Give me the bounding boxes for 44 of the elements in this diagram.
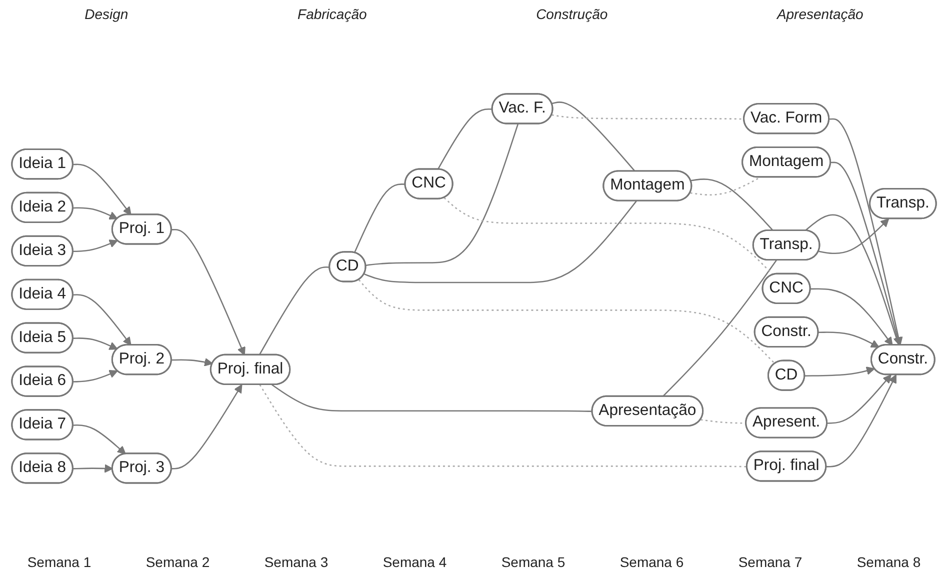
week-label: Semana 7 <box>738 554 802 570</box>
arrow <box>73 464 114 472</box>
connector <box>354 183 406 253</box>
week-label: Semana 1 <box>27 554 92 570</box>
arrow <box>73 163 132 215</box>
connector <box>259 384 748 467</box>
arrow <box>826 374 896 467</box>
connector <box>258 266 330 355</box>
arrow <box>73 369 118 382</box>
arrow <box>172 228 246 356</box>
week-label: Semana 4 <box>382 554 447 570</box>
arrow <box>73 294 132 346</box>
arrow <box>818 218 890 254</box>
phase-heading: Construção <box>536 6 608 22</box>
connector <box>364 200 637 283</box>
connector <box>804 214 900 345</box>
week-label: Semana 2 <box>146 554 210 570</box>
arrow <box>827 374 892 424</box>
connector <box>552 101 636 172</box>
arrow <box>172 357 213 366</box>
phase-heading: Fabricação <box>298 6 367 22</box>
connector <box>366 123 519 266</box>
week-label: Semana 3 <box>264 554 328 570</box>
connector <box>690 178 774 231</box>
arrow <box>804 366 875 376</box>
arrow <box>810 288 893 346</box>
week-label: Semana 8 <box>856 554 921 570</box>
arrow <box>818 331 880 348</box>
connector <box>272 384 592 412</box>
arrow <box>73 239 118 252</box>
arrow <box>172 384 242 469</box>
connector <box>690 176 761 196</box>
week-label: Semana 6 <box>620 554 684 570</box>
arrow <box>73 424 126 454</box>
week-label: Semana 5 <box>501 554 566 570</box>
arrow <box>73 206 118 220</box>
arrow <box>830 161 902 346</box>
connector <box>437 108 493 170</box>
arrow <box>829 118 903 346</box>
connector <box>662 259 777 397</box>
arrow <box>73 337 118 350</box>
phase-heading: Apresentação <box>776 6 864 22</box>
connector <box>358 278 776 364</box>
phase-heading: Design <box>84 6 128 22</box>
